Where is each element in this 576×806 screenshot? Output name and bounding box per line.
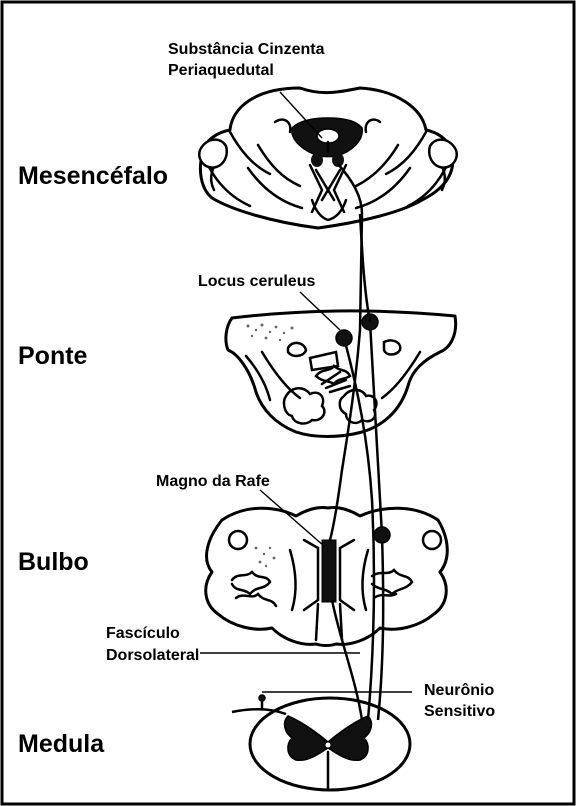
sensory-neuron-body [259,695,265,701]
region-label-spinal-cord: Medula [18,730,105,758]
callout-locus-ceruleus: Locus ceruleus [198,273,315,290]
medullary-neuron [374,527,390,543]
region-label-medulla-oblongata: Bulbo [18,548,89,576]
callout-sensory-neuron-line2: Sensitivo [424,703,495,720]
region-label-mesencephalon: Mesencéfalo [18,162,168,190]
callout-periaqueductal-line1: Substância Cinzenta [168,41,325,58]
callout-periaqueductal-line2: Periaquedutal [168,62,274,79]
raphe-magnus-nucleus [322,540,336,602]
region-label-pons: Ponte [18,342,88,370]
callout-sensory-neuron-line1: Neurônio [424,682,494,699]
locus-ceruleus-neuron-1 [336,330,352,346]
medulla-oblongata-section [206,507,448,645]
callout-raphe-magnus: Magno da Rafe [156,473,270,490]
callout-fasciculus-line2: Dorsolateral [106,647,199,664]
callout-fasciculus-line1: Fascículo [106,625,180,642]
